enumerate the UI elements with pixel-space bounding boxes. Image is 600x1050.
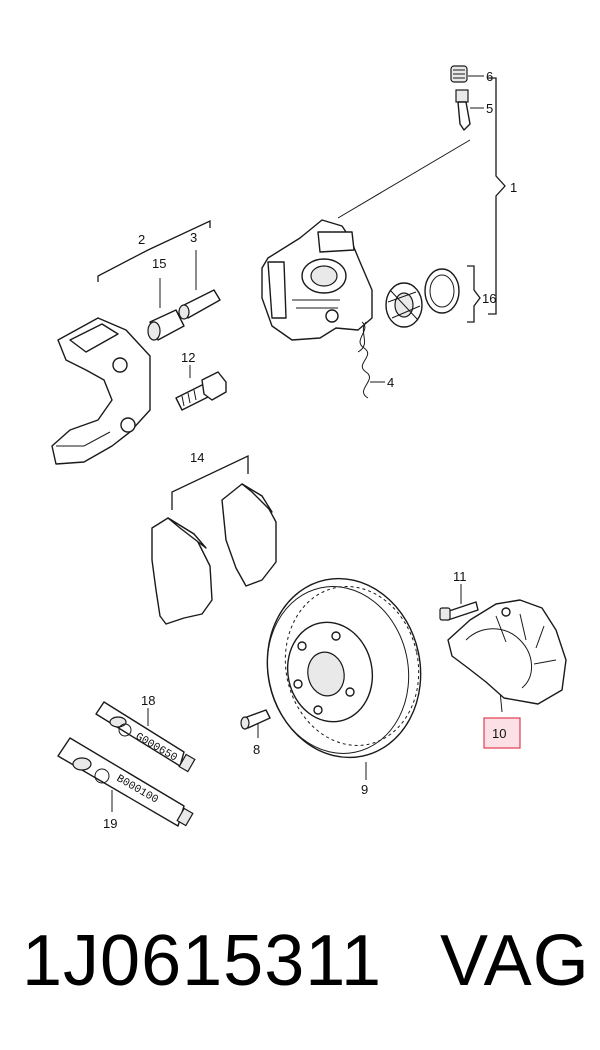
bleed-screw-part xyxy=(455,89,471,131)
guide-pin-part xyxy=(178,289,221,320)
callout-2: 2 xyxy=(138,232,145,247)
exploded-parts-diagram: G000650 B000100 6 5 1 2 3 15 16 12 4 14 … xyxy=(51,65,567,831)
brand-name: VAG xyxy=(440,921,590,1001)
callout-9: 9 xyxy=(361,782,368,797)
part-number: 1J0615311 xyxy=(22,921,382,1001)
callout-labels: 6 5 1 2 3 15 16 12 4 14 11 18 8 9 19 10 xyxy=(103,69,521,831)
seal-kit-part xyxy=(385,268,460,328)
disc-screw-part xyxy=(240,709,271,730)
callout-10: 10 xyxy=(492,726,506,741)
callout-14: 14 xyxy=(190,450,204,465)
callout-10-highlight xyxy=(483,717,521,749)
brake-caliper-part xyxy=(261,219,373,341)
callout-3: 3 xyxy=(190,230,197,245)
callout-5: 5 xyxy=(486,101,493,116)
carrier-bolt-part xyxy=(175,371,227,411)
callout-6: 6 xyxy=(486,69,493,84)
callout-16: 16 xyxy=(482,291,496,306)
leader-lines xyxy=(97,75,506,812)
grease-tube-18-part: G000650 xyxy=(95,701,196,773)
brake-pads-part xyxy=(151,483,277,625)
callout-8: 8 xyxy=(253,742,260,757)
callout-11: 11 xyxy=(453,569,467,584)
caliper-carrier-part xyxy=(51,317,151,465)
callout-15: 15 xyxy=(152,256,166,271)
callout-12: 12 xyxy=(181,350,195,365)
guide-sleeve-part xyxy=(147,309,185,341)
shield-screw-part xyxy=(439,601,479,621)
callout-4: 4 xyxy=(387,375,394,390)
spring-clip-part xyxy=(357,321,370,399)
splash-shield-part xyxy=(447,599,567,705)
brake-disc-part xyxy=(266,577,422,759)
callout-19: 19 xyxy=(103,816,117,831)
bleed-cap-part xyxy=(450,65,468,83)
callout-18: 18 xyxy=(141,693,155,708)
callout-1: 1 xyxy=(510,180,517,195)
